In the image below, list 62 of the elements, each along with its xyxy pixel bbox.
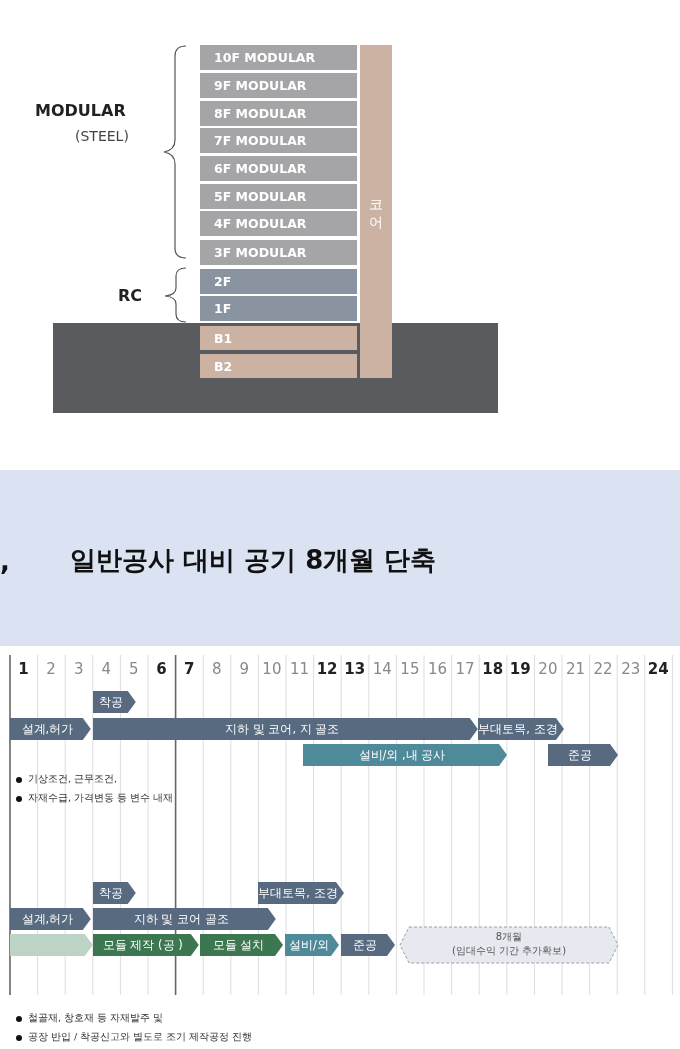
month-number: 19 [508, 660, 532, 678]
month-number: 8 [210, 660, 223, 678]
basement-floor: B1 [200, 326, 357, 350]
month-number: 2 [45, 660, 57, 678]
period-hexagon: 8개월 (임대수익 기간 추가확보) [399, 926, 619, 964]
schedule-bar [10, 934, 93, 956]
schedule-bar: 설계,허가 [10, 908, 91, 930]
schedule-bar: 설비/외 [285, 934, 339, 956]
note-text: 공장 반입 / 착공신고와 별도로 조기 제작공정 진행 [28, 1031, 253, 1044]
month-number: 21 [564, 660, 587, 678]
section-label: MODULAR [35, 101, 126, 120]
floor-block: 7F MODULAR [200, 128, 357, 153]
section-label: RC [118, 286, 143, 305]
schedule-bar: 지하 및 코어, 지 골조 [92, 718, 478, 740]
month-number: 18 [481, 660, 505, 678]
schedule-bar: 부대토목, 조경 [258, 882, 344, 904]
floor-block: 2F [200, 269, 357, 294]
schedule-bar: 설계,허가 [10, 718, 91, 740]
schedule-bar: 준공 [341, 934, 395, 956]
month-number: 16 [426, 660, 449, 678]
punctuation: , [0, 546, 10, 576]
month-number: 6 [155, 660, 168, 678]
month-number: 22 [592, 660, 614, 678]
month-number: 7 [182, 660, 196, 678]
schedule-bar: 지하 및 코어 골조 [92, 908, 276, 930]
floor-block: 8F MODULAR [200, 101, 357, 126]
note-text: 철골재, 창호재 등 자재발주 및 [28, 1012, 164, 1025]
month-number: 20 [537, 660, 559, 678]
month-number: 12 [315, 660, 339, 678]
core-column: 코어 [360, 45, 392, 378]
schedule-bar: 착공 [92, 882, 136, 904]
note-text: 기상조건, 근무조건, [28, 773, 118, 786]
month-number: 15 [399, 660, 421, 678]
floor-block: 10F MODULAR [200, 45, 357, 70]
month-number: 13 [343, 660, 367, 678]
month-number: 14 [371, 660, 393, 678]
schedule-bar: 부대토목, 조경 [478, 718, 564, 740]
schedule-bar: 설비/외 ,내 공사 [303, 744, 507, 766]
month-number: 4 [100, 660, 113, 678]
month-number: 23 [620, 660, 642, 678]
month-number: 17 [454, 660, 476, 678]
schedule-bar: 모듈 설치 [200, 934, 283, 956]
schedule-bar: 착공 [92, 691, 136, 713]
month-number: 5 [128, 660, 140, 678]
floor-block: 5F MODULAR [200, 184, 357, 209]
schedule-bar: 모듈 제작 (공 ) [92, 934, 199, 956]
floor-block: 4F MODULAR [200, 211, 357, 236]
month-number: 24 [646, 660, 670, 678]
month-number: 3 [72, 660, 85, 678]
floor-block: 9F MODULAR [200, 73, 357, 98]
month-number: 11 [288, 660, 311, 678]
basement-floor: B2 [200, 354, 357, 378]
note-text: 자재수급, 가격변동 등 변수 내재 [28, 792, 174, 805]
heading: 일반공사 대비 공기 8개월 단축 [70, 544, 437, 577]
schedule-bar: 준공 [548, 744, 618, 766]
month-number: 1 [17, 660, 30, 678]
section-label: (STEEL) [75, 128, 129, 144]
floor-block: 1F [200, 296, 357, 321]
floor-block: 6F MODULAR [200, 156, 357, 181]
month-number: 9 [238, 660, 251, 678]
month-number: 10 [261, 660, 283, 678]
floor-block: 3F MODULAR [200, 240, 357, 265]
